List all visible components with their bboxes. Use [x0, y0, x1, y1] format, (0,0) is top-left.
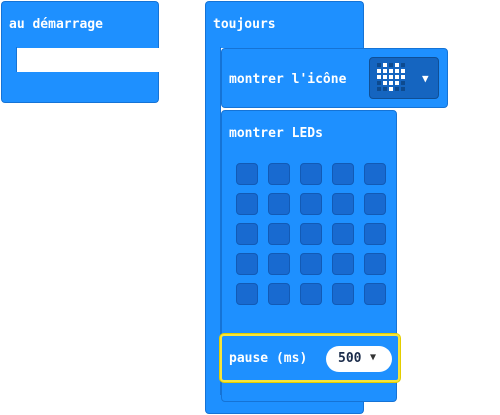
- forever-block-arm: [205, 47, 221, 397]
- led-cell[interactable]: [364, 223, 386, 245]
- led-cell[interactable]: [236, 223, 258, 245]
- pause-duration-dropdown[interactable]: 500 ▼: [326, 346, 392, 372]
- led-cell[interactable]: [300, 253, 322, 275]
- led-cell[interactable]: [332, 223, 354, 245]
- led-cell[interactable]: [236, 283, 258, 305]
- led-cell[interactable]: [300, 163, 322, 185]
- led-cell[interactable]: [268, 253, 290, 275]
- led-cell[interactable]: [268, 283, 290, 305]
- forever-block[interactable]: toujours: [205, 1, 364, 48]
- show-icon-block[interactable]: montrer l'icône ▼: [221, 48, 448, 108]
- on-start-block-bottom: [1, 72, 159, 103]
- icon-dropdown[interactable]: ▼: [369, 57, 439, 99]
- forever-label: toujours: [213, 17, 276, 32]
- led-cell[interactable]: [364, 253, 386, 275]
- led-cell[interactable]: [236, 193, 258, 215]
- led-cell[interactable]: [364, 163, 386, 185]
- show-icon-label: montrer l'icône: [229, 72, 347, 87]
- led-cell[interactable]: [364, 283, 386, 305]
- led-cell[interactable]: [364, 193, 386, 215]
- led-cell[interactable]: [332, 283, 354, 305]
- led-cell[interactable]: [300, 193, 322, 215]
- pause-duration-value: 500: [338, 351, 362, 366]
- pause-label: pause (ms): [229, 351, 308, 366]
- on-start-block-arm: [1, 47, 17, 73]
- led-cell[interactable]: [236, 163, 258, 185]
- led-cell[interactable]: [332, 193, 354, 215]
- led-cell[interactable]: [300, 223, 322, 245]
- led-cell[interactable]: [268, 193, 290, 215]
- led-cell[interactable]: [236, 253, 258, 275]
- pause-block[interactable]: pause (ms) 500 ▼: [220, 334, 400, 382]
- led-cell[interactable]: [268, 223, 290, 245]
- led-cell[interactable]: [268, 163, 290, 185]
- chevron-down-icon: ▼: [422, 72, 429, 85]
- on-start-block[interactable]: au démarrage: [1, 1, 159, 48]
- show-leds-label: montrer LEDs: [229, 126, 323, 141]
- led-cell[interactable]: [332, 163, 354, 185]
- chevron-down-icon: ▼: [370, 352, 377, 363]
- led-cell[interactable]: [300, 283, 322, 305]
- heart-icon: [377, 63, 405, 91]
- on-start-label: au démarrage: [9, 17, 103, 32]
- led-cell[interactable]: [332, 253, 354, 275]
